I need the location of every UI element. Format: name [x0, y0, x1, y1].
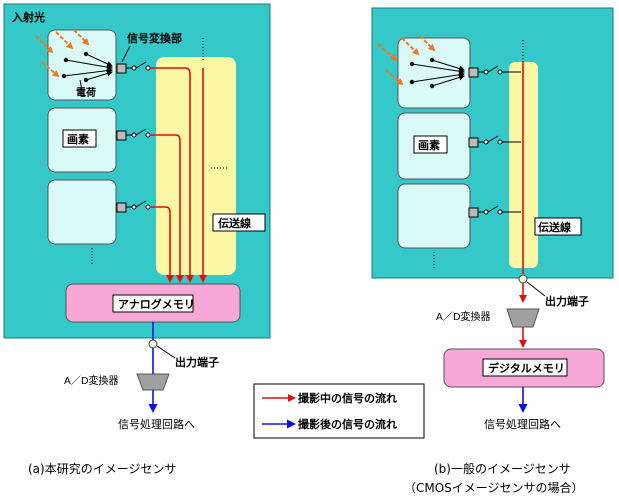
charge-dot — [83, 51, 89, 57]
charge-dot — [429, 83, 435, 89]
legend — [253, 383, 425, 439]
legend-after-capture: 撮影後の信号の流れ — [298, 417, 397, 431]
left-transmission-line-label: 伝送線 — [218, 216, 251, 230]
left-switches — [116, 61, 151, 213]
right-switches — [468, 65, 521, 218]
right-light-arrows — [377, 35, 436, 86]
left-caption: (a)本研究のイメージセンサ — [28, 461, 176, 476]
left-output-terminal-label: 出力端子 — [175, 355, 219, 369]
charge-dot — [63, 57, 69, 63]
right-ad-converter-label: A／D変換器 — [436, 310, 491, 323]
right-output-path — [443, 274, 605, 413]
left-to-processing-label: 信号処理回路へ — [118, 418, 195, 431]
left-output-terminal — [148, 339, 158, 349]
digital-memory-label: デジタルメモリ — [488, 361, 565, 375]
right-output-terminal-label: 出力端子 — [545, 294, 589, 308]
right-transmission-line-label: 伝送線 — [538, 220, 571, 234]
left-pixel-label: 画素 — [67, 132, 89, 146]
left-light-arrows — [35, 29, 90, 78]
charge-dot — [429, 57, 435, 63]
left-sensor — [3, 3, 271, 339]
charge-dot — [409, 79, 415, 85]
right-pixel-3 — [397, 183, 471, 249]
charge-dot — [61, 73, 67, 79]
left-transmission-zone — [156, 57, 236, 275]
analog-memory-label: アナログメモリ — [118, 297, 195, 311]
left-pixel-3 — [47, 179, 117, 245]
incident-light-label: 入射光 — [12, 10, 45, 24]
charge-dot — [83, 77, 89, 83]
left-red-flows — [150, 67, 207, 283]
right-caption-line2: （CMOSイメージセンサの場合） — [404, 480, 584, 495]
right-to-processing-label: 信号処理回路へ — [484, 418, 561, 431]
left-charge-flow — [63, 53, 113, 81]
charge-label: 電荷 — [76, 86, 96, 99]
left-ad-converter — [136, 373, 170, 391]
right-caption-line1: (b)一般のイメージセンサ — [434, 461, 571, 476]
left-pixel-1 — [47, 29, 117, 101]
signal-converter-label: 信号変換部 — [127, 31, 182, 45]
left-output-path — [136, 322, 176, 413]
legend-during-capture: 撮影中の信号の流れ — [298, 391, 397, 405]
right-sensor — [371, 7, 614, 279]
right-output-terminal — [518, 274, 528, 284]
charge-dot — [409, 61, 415, 67]
right-ad-converter — [506, 308, 540, 328]
right-pixel-1 — [397, 37, 471, 109]
right-pixel-label: 画素 — [418, 138, 440, 152]
left-ad-converter-label: A／D変換器 — [64, 374, 119, 387]
